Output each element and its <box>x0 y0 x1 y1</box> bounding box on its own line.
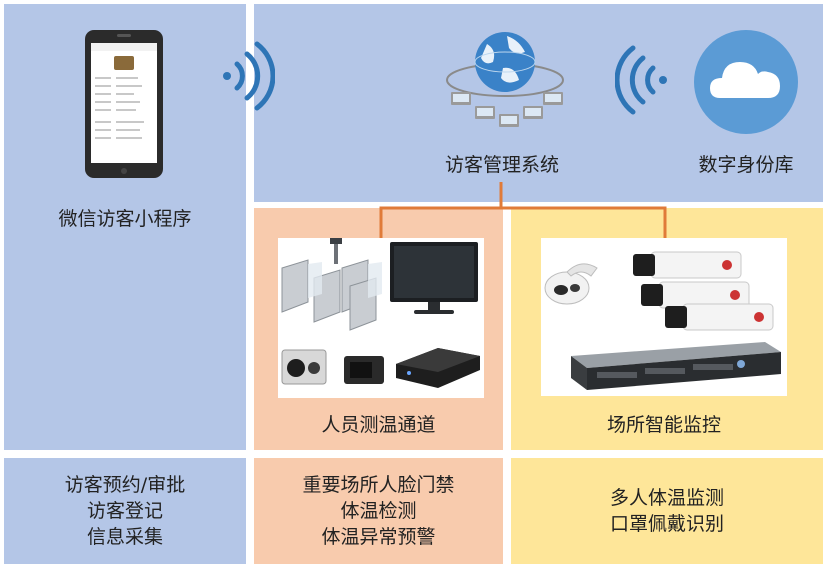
dome-camera-icon <box>544 263 598 305</box>
mini-program-features-panel <box>4 458 246 564</box>
feature-item: 口罩佩戴识别 <box>609 513 724 535</box>
feature-item: 体温检测 <box>340 500 417 522</box>
site-monitoring-label: 场所智能监控 <box>606 414 721 436</box>
feature-item: 信息采集 <box>86 526 163 548</box>
temp-channel-devices-photo <box>278 238 484 398</box>
monitor-icon <box>390 242 478 314</box>
temp-channel-label: 人员测温通道 <box>321 414 436 436</box>
mini-program-features: 访客预约/审批 访客登记 信息采集 <box>4 472 246 550</box>
identity-db-label: 数字身份库 <box>698 154 794 176</box>
smartphone-icon <box>84 29 164 179</box>
feature-item: 多人体温监测 <box>609 487 724 509</box>
bullet-camera-icon <box>633 251 774 331</box>
rack-server-icon <box>571 342 781 390</box>
thermal-camera-icon <box>281 349 327 385</box>
temp-channel-features: 重要场所人脸门禁 体温检测 体温异常预警 <box>254 472 503 550</box>
vms-label: 访客管理系统 <box>444 154 559 176</box>
turnstile-gate-icon <box>281 238 480 388</box>
feature-item: 访客预约/审批 <box>64 474 186 496</box>
feature-item: 访客登记 <box>86 500 163 522</box>
site-monitoring-devices-photo <box>541 238 787 396</box>
site-monitoring-features-panel <box>511 458 823 564</box>
mini-program-label: 微信访客小程序 <box>58 208 192 230</box>
wifi-signal-icon <box>615 42 673 118</box>
temp-channel-features-panel <box>254 458 503 564</box>
cloud-icon <box>692 28 800 136</box>
feature-item: 重要场所人脸门禁 <box>302 474 455 496</box>
feature-item: 体温异常预警 <box>321 526 436 548</box>
site-monitoring-features: 多人体温监测 口罩佩戴识别 <box>511 485 823 537</box>
globe-network-icon <box>445 22 565 140</box>
wifi-signal-icon <box>215 38 275 114</box>
